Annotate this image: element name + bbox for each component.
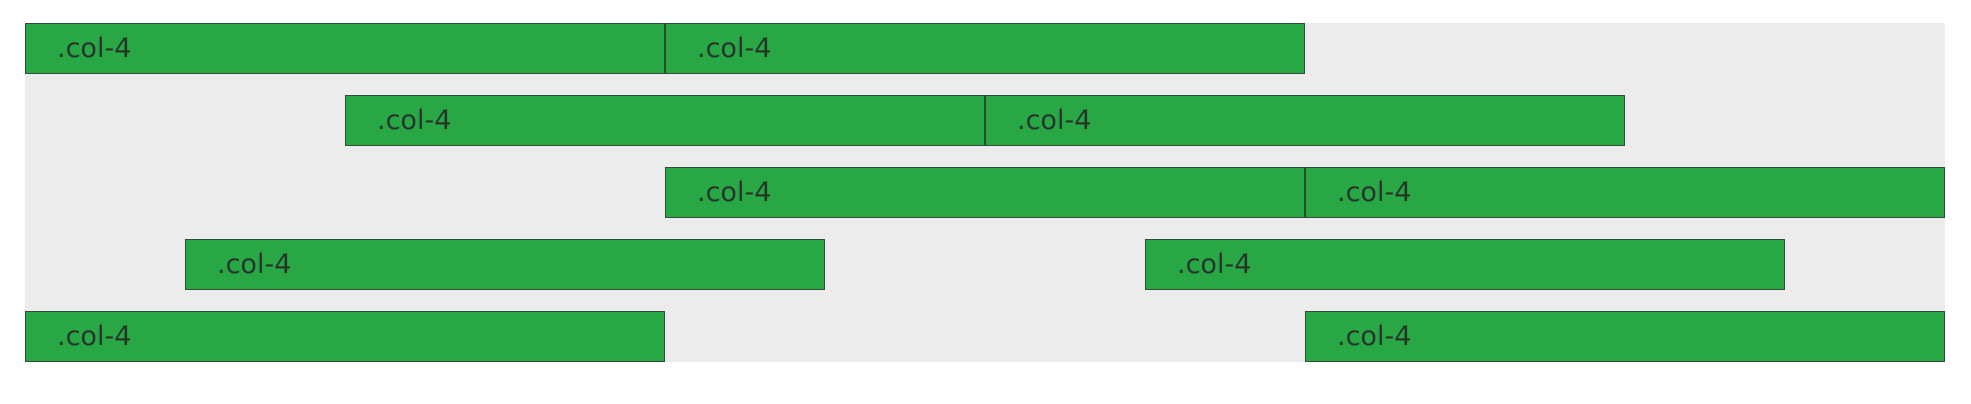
grid-row-4: .col-4 .col-4 [25, 239, 1945, 311]
column-label: .col-4 [1337, 177, 1412, 208]
grid-column: .col-4 [1305, 311, 1945, 362]
column-label: .col-4 [217, 249, 292, 280]
column-label: .col-4 [57, 321, 132, 352]
grid-column: .col-4 [985, 95, 1625, 146]
grid-column: .col-4 [25, 23, 665, 74]
column-label: .col-4 [697, 33, 772, 64]
column-label: .col-4 [697, 177, 772, 208]
column-label: .col-4 [1337, 321, 1412, 352]
grid-column: .col-4 [665, 167, 1305, 218]
grid-column: .col-4 [665, 23, 1305, 74]
grid-row-2: .col-4 .col-4 [25, 95, 1945, 167]
column-label: .col-4 [1017, 105, 1092, 136]
grid-row-5: .col-4 .col-4 [25, 311, 1945, 362]
grid-row-3: .col-4 .col-4 [25, 167, 1945, 239]
grid-column: .col-4 [185, 239, 825, 290]
column-label: .col-4 [377, 105, 452, 136]
column-label: .col-4 [1177, 249, 1252, 280]
grid-offset-demo: .col-4 .col-4 .col-4 .col-4 .col-4 .col-… [25, 23, 1945, 362]
grid-column: .col-4 [25, 311, 665, 362]
grid-row-1: .col-4 .col-4 [25, 23, 1945, 95]
column-label: .col-4 [57, 33, 132, 64]
grid-column: .col-4 [1145, 239, 1785, 290]
grid-column: .col-4 [345, 95, 985, 146]
grid-column: .col-4 [1305, 167, 1945, 218]
